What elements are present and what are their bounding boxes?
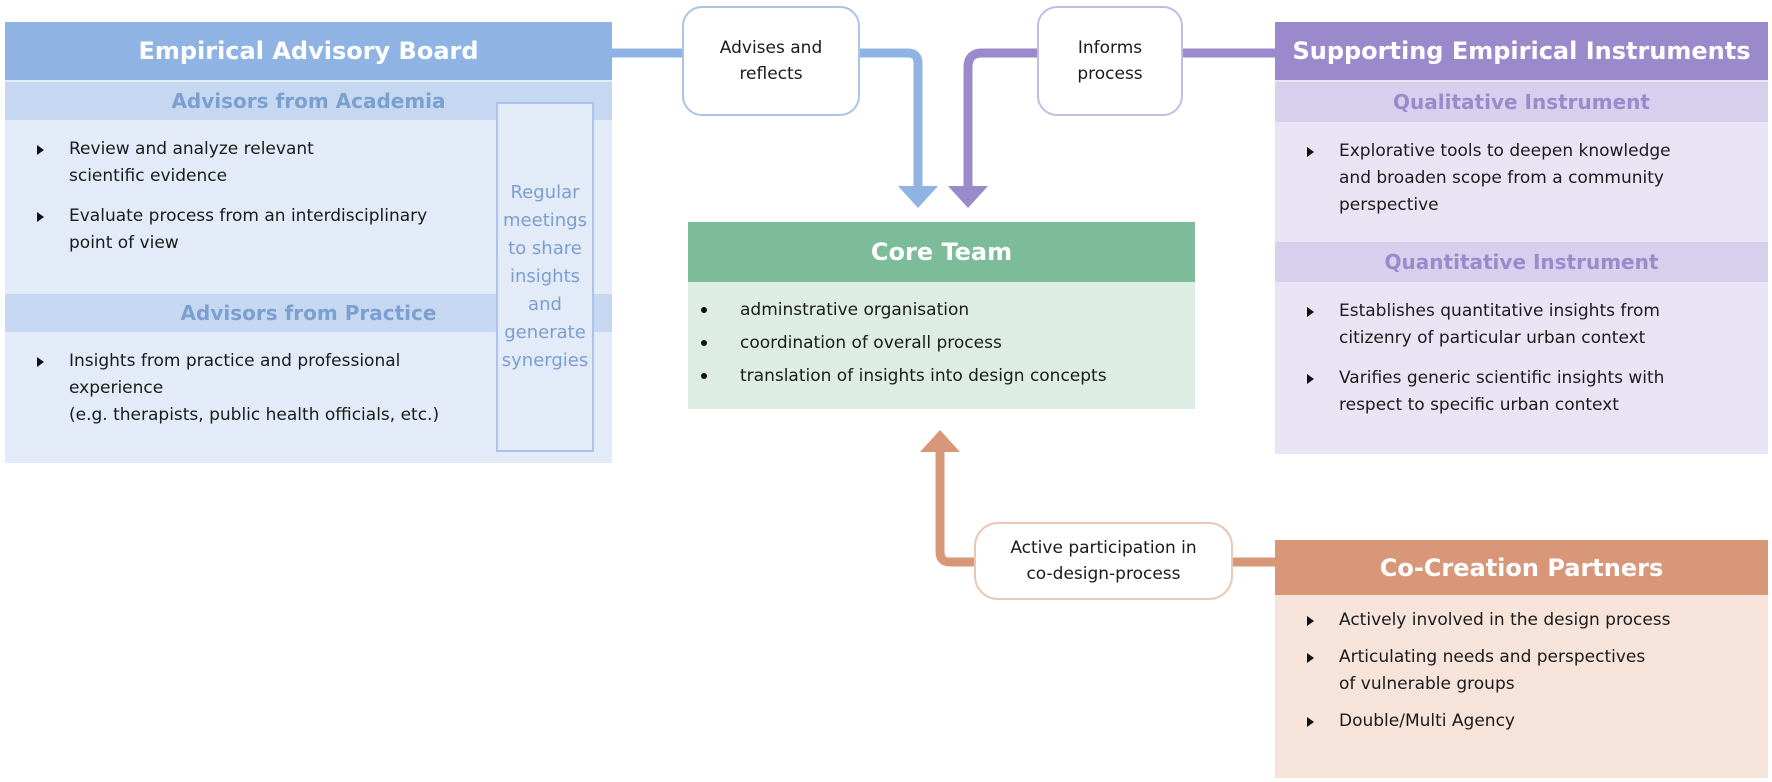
list-item: coordination of overall process [688, 330, 1195, 357]
qualitative-list: Explorative tools to deepen knowledge an… [1275, 138, 1768, 232]
participation-label: Active participation in co-design-proces… [974, 522, 1233, 600]
qualitative-subheader: Qualitative Instrument [1275, 82, 1768, 122]
meetings-text: Regular meetings to share insights and g… [501, 182, 589, 371]
list-item: Evaluate process from an interdisciplina… [5, 203, 495, 257]
list-item: Articulating needs and perspectives of v… [1275, 644, 1768, 698]
academia-title: Advisors from Academia [171, 89, 446, 113]
participation-arrowhead [920, 430, 960, 452]
list-item: Double/Multi Agency [1275, 708, 1768, 735]
core-team-body: adminstrative organisation coordination … [688, 282, 1195, 409]
core-team: Core Team adminstrative organisation coo… [688, 222, 1195, 409]
informs-label: Informs process [1037, 6, 1183, 116]
instruments-header: Supporting Empirical Instruments [1275, 22, 1768, 80]
co-creation-partners: Co-Creation Partners Actively involved i… [1275, 540, 1768, 778]
advises-arrow-line [612, 48, 923, 192]
academia-list: Review and analyze relevant scientific e… [5, 136, 495, 270]
partners-header: Co-Creation Partners [1275, 540, 1768, 595]
list-item: Explorative tools to deepen knowledge an… [1275, 138, 1768, 219]
list-item: Review and analyze relevant scientific e… [5, 136, 495, 190]
core-team-title: Core Team [870, 238, 1013, 266]
informs-arrow-line [963, 48, 1275, 192]
partners-title: Co-Creation Partners [1379, 553, 1664, 582]
instruments: Supporting Empirical Instruments Qualita… [1275, 22, 1768, 454]
advises-text: Advises and reflects [719, 38, 823, 84]
advises-arrowhead [898, 186, 938, 208]
partners-list: Actively involved in the design process … [1275, 607, 1768, 745]
partners-body: Actively involved in the design process … [1275, 595, 1768, 778]
core-team-list: adminstrative organisation coordination … [688, 297, 1195, 396]
qualitative-title: Qualitative Instrument [1393, 90, 1650, 114]
quantitative-title: Quantitative Instrument [1384, 250, 1659, 274]
list-item: Insights from practice and professional … [5, 348, 505, 429]
advisory-board-header: Empirical Advisory Board [5, 22, 612, 80]
practice-list: Insights from practice and professional … [5, 348, 505, 442]
list-item: adminstrative organisation [688, 297, 1195, 324]
participation-text: Active participation in co-design-proces… [1010, 538, 1197, 584]
list-item: translation of insights into design conc… [688, 363, 1195, 390]
instruments-title: Supporting Empirical Instruments [1292, 37, 1751, 65]
informs-arrowhead [948, 186, 988, 208]
list-item: Establishes quantitative insights from c… [1275, 298, 1768, 352]
quantitative-list: Establishes quantitative insights from c… [1275, 298, 1768, 432]
advisory-board-title: Empirical Advisory Board [138, 37, 479, 65]
practice-title: Advisors from Practice [180, 301, 437, 325]
meetings-box: Regular meetings to share insights and g… [496, 102, 594, 452]
advisory-board: Empirical Advisory Board Advisors from A… [5, 22, 612, 463]
list-item: Varifies generic scientific insights wit… [1275, 365, 1768, 419]
quantitative-subheader: Quantitative Instrument [1275, 242, 1768, 282]
core-team-header: Core Team [688, 222, 1195, 282]
participation-arrow-line [935, 446, 1275, 567]
advises-label: Advises and reflects [682, 6, 860, 116]
informs-text: Informs process [1077, 38, 1143, 84]
list-item: Actively involved in the design process [1275, 607, 1768, 634]
